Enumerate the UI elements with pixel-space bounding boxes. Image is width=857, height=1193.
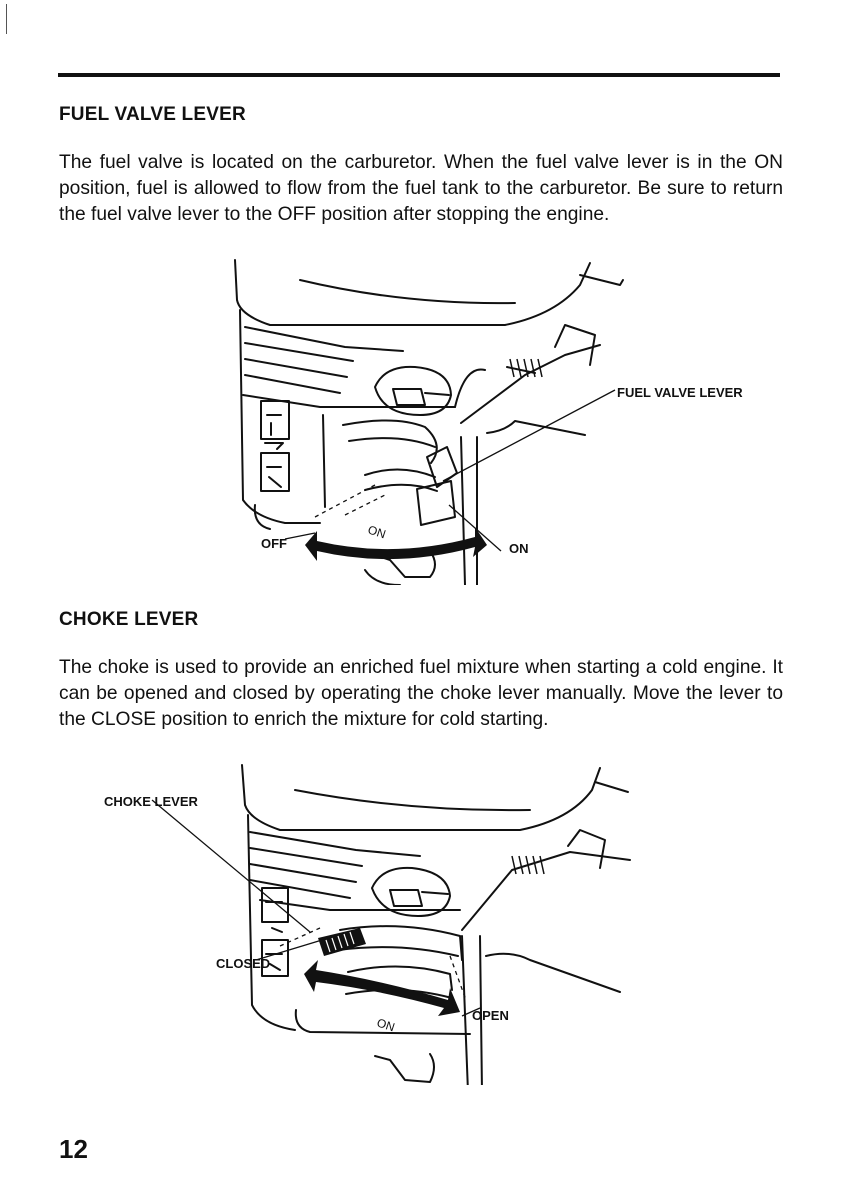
off-label: OFF: [261, 536, 287, 551]
on-marking: ON: [366, 523, 387, 542]
on-marking: ON: [375, 1016, 396, 1035]
choke-lever-illustration: CHOKE LEVER CLOSED OPEN ON: [104, 764, 631, 1085]
closed-label: CLOSED: [216, 956, 270, 971]
direction-arrow-icon: [305, 527, 487, 561]
direction-arrow-icon: [304, 960, 460, 1016]
fuel-valve-paragraph: The fuel valve is located on the carbure…: [59, 152, 783, 225]
on-label: ON: [509, 541, 529, 556]
choke-lever-paragraph: The choke is used to provide an enriched…: [59, 657, 783, 730]
choke-lever-label: CHOKE LEVER: [104, 794, 199, 809]
fuel-valve-lever-label: FUEL VALVE LEVER: [617, 385, 743, 400]
fuel-valve-illustration: FUEL VALVE LEVER OFF ON ON: [234, 259, 743, 585]
fuel-valve-heading: FUEL VALVE LEVER: [59, 104, 246, 125]
choke-lever-knob-icon: [318, 928, 366, 956]
open-label: OPEN: [472, 1008, 509, 1023]
page-number: 12: [59, 1134, 88, 1164]
choke-lever-heading: CHOKE LEVER: [59, 609, 199, 630]
top-rule: [58, 73, 780, 77]
page-edge-mark: [6, 4, 7, 34]
